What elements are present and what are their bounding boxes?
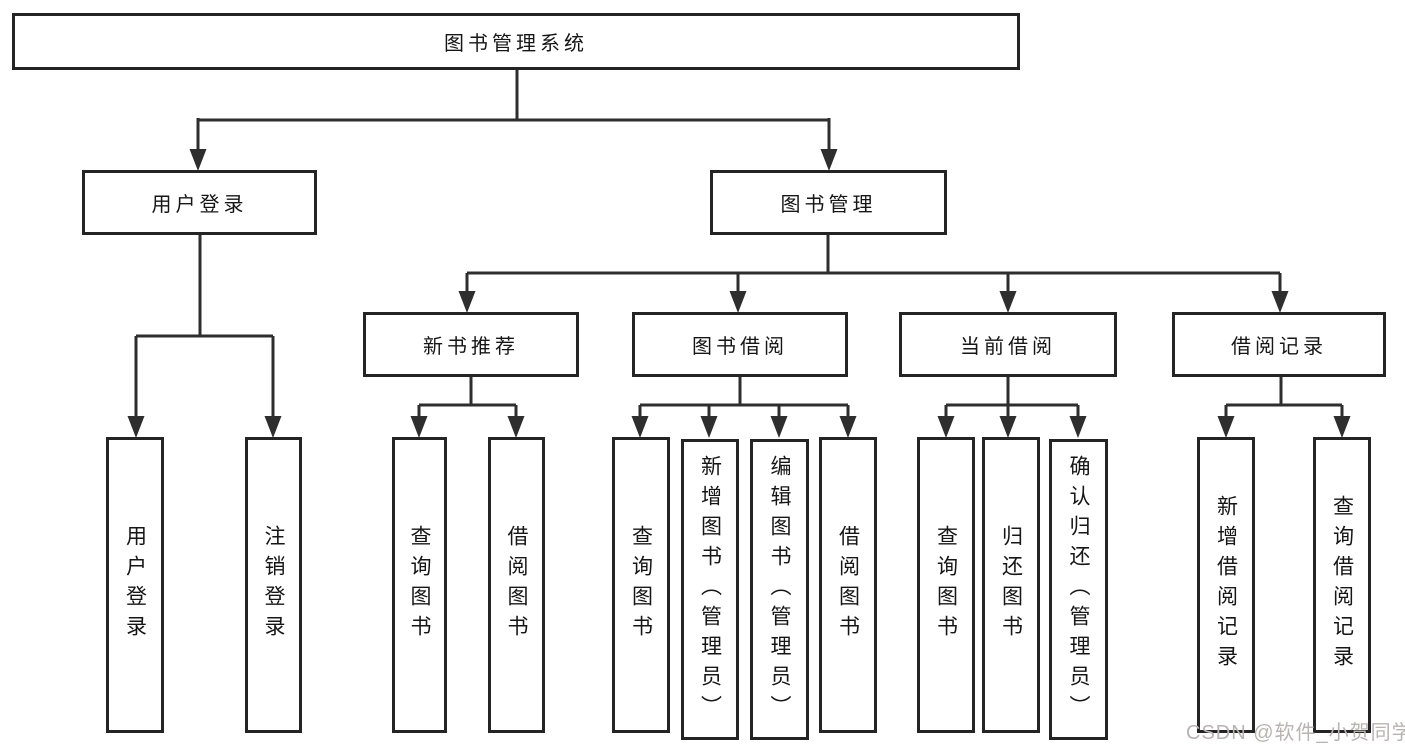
leaf-borrow-books-recommend-label: 借阅图书 [505, 525, 528, 645]
connector-root [196, 69, 831, 152]
arrowhead [820, 149, 838, 171]
node-user-login-label: 用户登录 [151, 194, 248, 216]
arrowhead [1217, 416, 1235, 438]
leaf-query-borrow-record: 查询借阅记录 [1313, 437, 1371, 733]
arrowhead [937, 416, 955, 438]
leaf-borrow-books-recommend: 借阅图书 [488, 437, 545, 733]
arrowhead [839, 416, 857, 438]
arrowhead [127, 416, 145, 438]
leaf-query-books-current-label: 查询图书 [934, 525, 958, 645]
leaf-return-books: 归还图书 [982, 437, 1040, 733]
node-book-management-label: 图书管理 [780, 194, 877, 216]
arrowhead [264, 416, 282, 438]
arrowhead [1069, 416, 1087, 438]
leaf-user-login: 用户登录 [106, 437, 164, 733]
node-library-management-system-label: 图书管理系统 [444, 33, 588, 55]
leaf-query-books-borrow-label: 查询图书 [629, 525, 653, 645]
node-book-borrow-label: 图书借阅 [692, 336, 788, 358]
node-book-management: 图书管理 [710, 170, 947, 235]
leaf-borrow-books: 借阅图书 [819, 437, 877, 733]
arrowhead [631, 416, 649, 438]
leaf-query-books-current: 查询图书 [917, 437, 975, 733]
node-current-borrow-label: 当前借阅 [960, 336, 1056, 358]
leaf-query-books-recommend: 查询图书 [392, 437, 447, 733]
leaf-add-borrow-record: 新增借阅记录 [1197, 437, 1255, 733]
leaf-edit-books-admin: 编辑图书（管理员） [750, 439, 809, 740]
arrowhead [999, 416, 1017, 438]
node-library-management-system: 图书管理系统 [12, 13, 1020, 70]
leaf-add-books-admin: 新增图书（管理员） [681, 439, 739, 740]
arrowhead [458, 291, 476, 313]
leaf-confirm-return-admin-label: 确认归还（管理员） [1067, 454, 1090, 725]
node-borrow-records: 借阅记录 [1172, 312, 1386, 377]
node-user-login: 用户登录 [82, 170, 317, 235]
leaf-borrow-books-label: 借阅图书 [836, 525, 860, 645]
arrowhead [189, 149, 207, 171]
arrowhead [507, 416, 525, 438]
connector-book-borrow [638, 377, 850, 421]
leaf-query-books-recommend-label: 查询图书 [408, 525, 431, 645]
arrowhead [770, 416, 788, 438]
leaf-user-login-label: 用户登录 [123, 525, 147, 645]
arrowhead [729, 291, 747, 313]
node-borrow-records-label: 借阅记录 [1231, 336, 1327, 358]
leaf-add-borrow-record-label: 新增借阅记录 [1214, 495, 1238, 675]
leaf-logout: 注销登录 [245, 437, 302, 733]
arrowhead [700, 416, 718, 438]
connector-current-borrow [944, 377, 1080, 421]
arrowhead [410, 416, 428, 438]
connector-book-management [465, 235, 1282, 296]
watermark: CSDN @软件_小贺同学 [1186, 722, 1405, 744]
leaf-query-borrow-record-label: 查询借阅记录 [1330, 495, 1354, 675]
connector-borrow-records [1224, 377, 1344, 421]
connector-new-book-recommend [417, 377, 518, 421]
connector-user-login [134, 235, 275, 420]
leaf-add-books-admin-label: 新增图书（管理员） [698, 454, 722, 725]
leaf-logout-label: 注销登录 [262, 525, 285, 645]
leaf-return-books-label: 归还图书 [999, 525, 1023, 645]
arrowhead [1271, 291, 1289, 313]
leaf-query-books-borrow: 查询图书 [612, 437, 670, 733]
node-new-book-recommend: 新书推荐 [363, 312, 579, 377]
node-new-book-recommend-label: 新书推荐 [423, 336, 519, 358]
node-current-borrow: 当前借阅 [899, 312, 1117, 377]
arrowhead [1333, 416, 1351, 438]
arrowhead [999, 291, 1017, 313]
node-book-borrow: 图书借阅 [632, 312, 848, 377]
leaf-edit-books-admin-label: 编辑图书（管理员） [768, 454, 791, 725]
leaf-confirm-return-admin: 确认归还（管理员） [1049, 439, 1108, 740]
